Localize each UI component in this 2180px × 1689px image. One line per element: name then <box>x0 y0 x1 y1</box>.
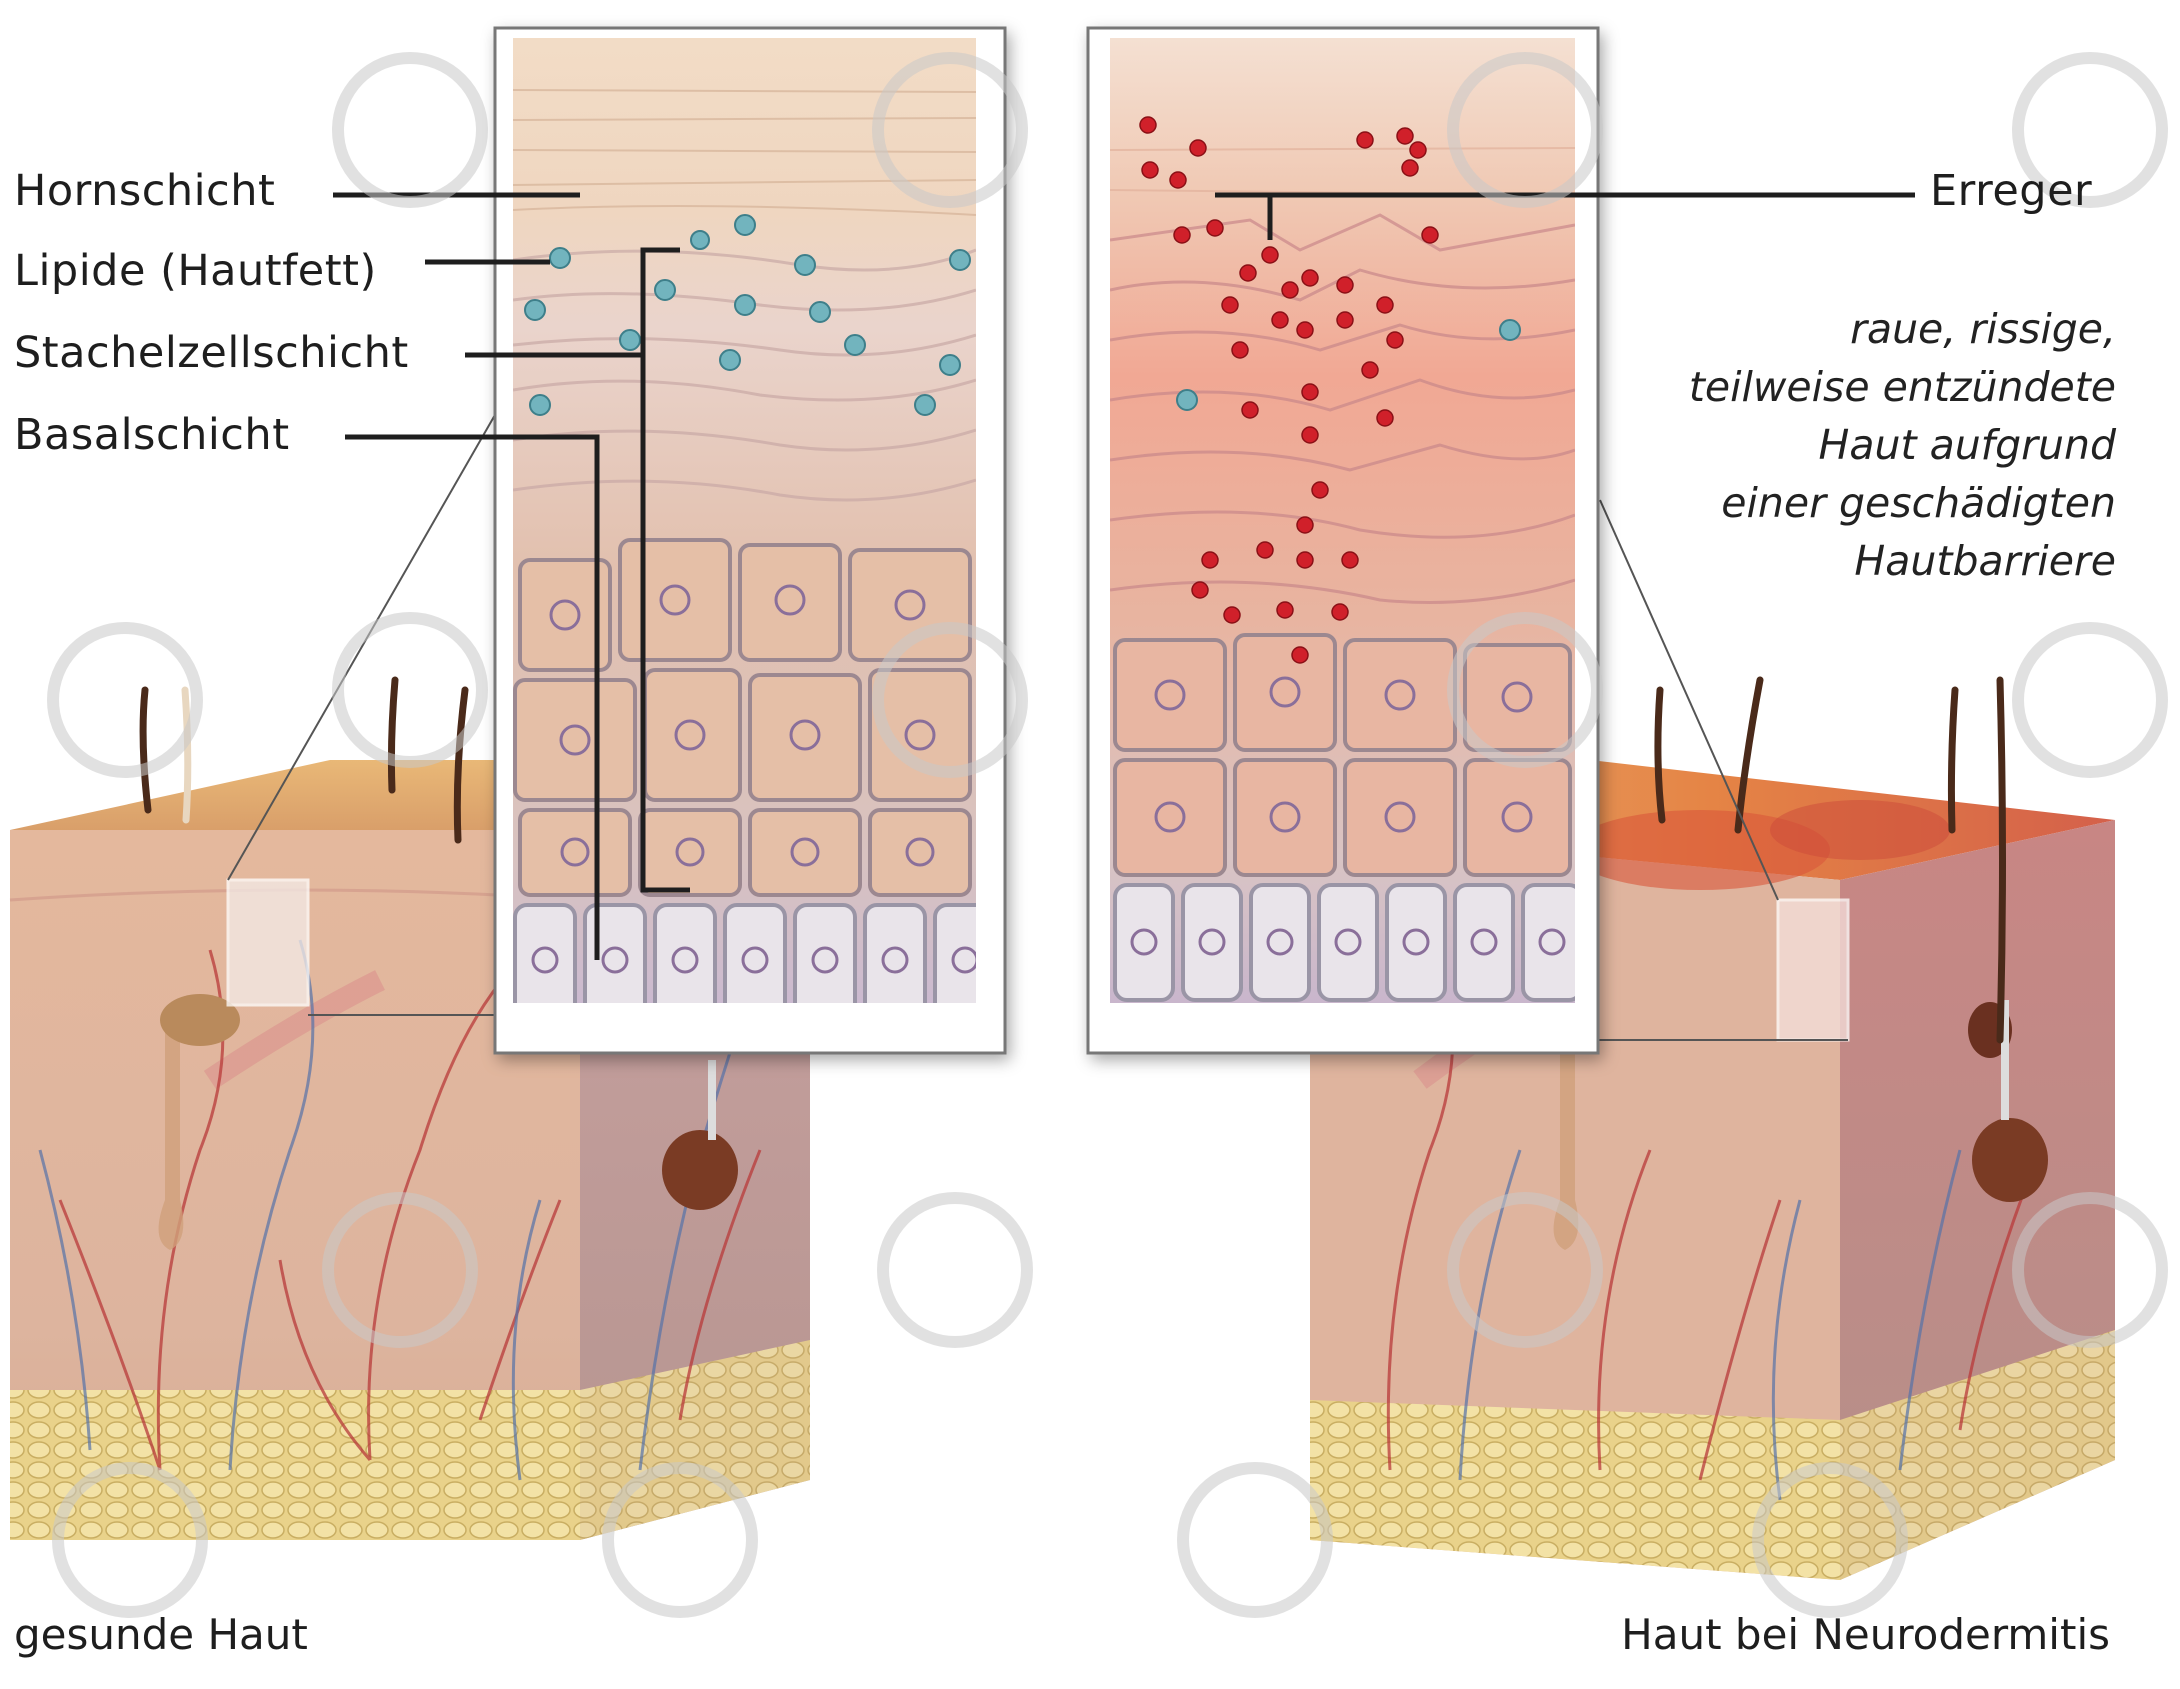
label-hornschicht: Hornschicht <box>14 166 275 216</box>
label-stachelzellschicht: Stachelzellschicht <box>14 328 409 378</box>
description-line: Haut aufgrund <box>1416 416 2116 474</box>
healthy-epidermis-illustration <box>513 38 995 1015</box>
description-line: einer geschädigten <box>1416 474 2116 532</box>
eczema-description: raue, rissige, teilweise entzündete Haut… <box>1416 300 2116 590</box>
caption-healthy-skin: gesunde Haut <box>14 1610 308 1659</box>
label-erreger: Erreger <box>1930 166 2092 216</box>
caption-eczema-skin: Haut bei Neurodermitis <box>1621 1610 2110 1659</box>
description-line: teilweise entzündete <box>1416 358 2116 416</box>
label-basalschicht: Basalschicht <box>14 410 290 460</box>
description-line: Hautbarriere <box>1416 532 2116 590</box>
description-line: raue, rissige, <box>1416 300 2116 358</box>
label-lipide: Lipide (Hautfett) <box>14 246 377 296</box>
